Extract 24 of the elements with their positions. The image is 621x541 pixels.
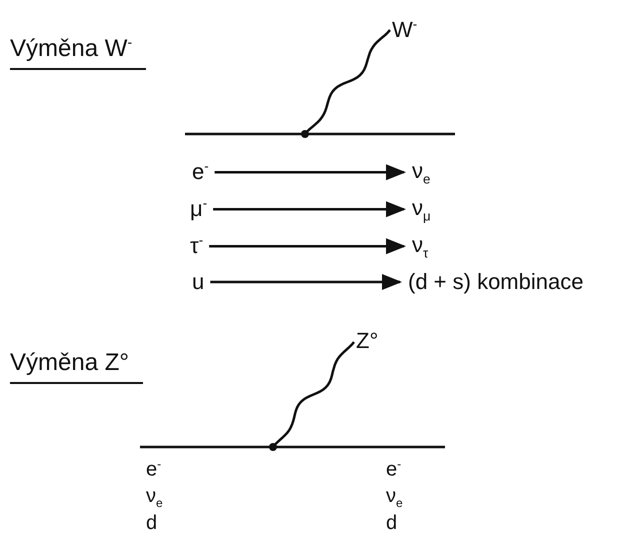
section-heading: Výměna W$^{-}$ <box>10 36 146 70</box>
particle-symbol: e$^{-}$ <box>146 458 162 480</box>
particle-symbol: ν$_{e}$ <box>386 486 403 509</box>
particle-symbol: Z° <box>356 330 378 352</box>
particle-symbol: d <box>146 513 158 533</box>
section-heading: Výměna Z° <box>10 350 143 384</box>
arrow <box>213 201 406 218</box>
particle-symbol: (d + s) kombinace <box>408 271 584 293</box>
vertex-dot <box>269 443 277 451</box>
particle-symbol: ν$_{e}$ <box>146 486 163 509</box>
particle-symbol: W$^{-}$ <box>392 18 418 42</box>
particle-symbol: μ$^{-}$ <box>190 197 208 220</box>
particle-symbol: e$^{-}$ <box>386 458 402 480</box>
particle-symbol: ν$_{τ}$ <box>412 234 428 260</box>
arrow <box>209 238 406 254</box>
arrow <box>210 274 402 290</box>
particle-symbol: ν$_{μ}$ <box>412 197 431 223</box>
particle-symbol: ν$_{e}$ <box>412 160 430 186</box>
particle-symbol: d <box>386 513 398 533</box>
particle-symbol: u <box>192 271 204 293</box>
arrow <box>214 164 406 180</box>
vertex-dot <box>301 130 309 138</box>
particle-symbol: τ$^{-}$ <box>190 234 204 258</box>
particle-symbol: e$^{-}$ <box>192 160 209 184</box>
